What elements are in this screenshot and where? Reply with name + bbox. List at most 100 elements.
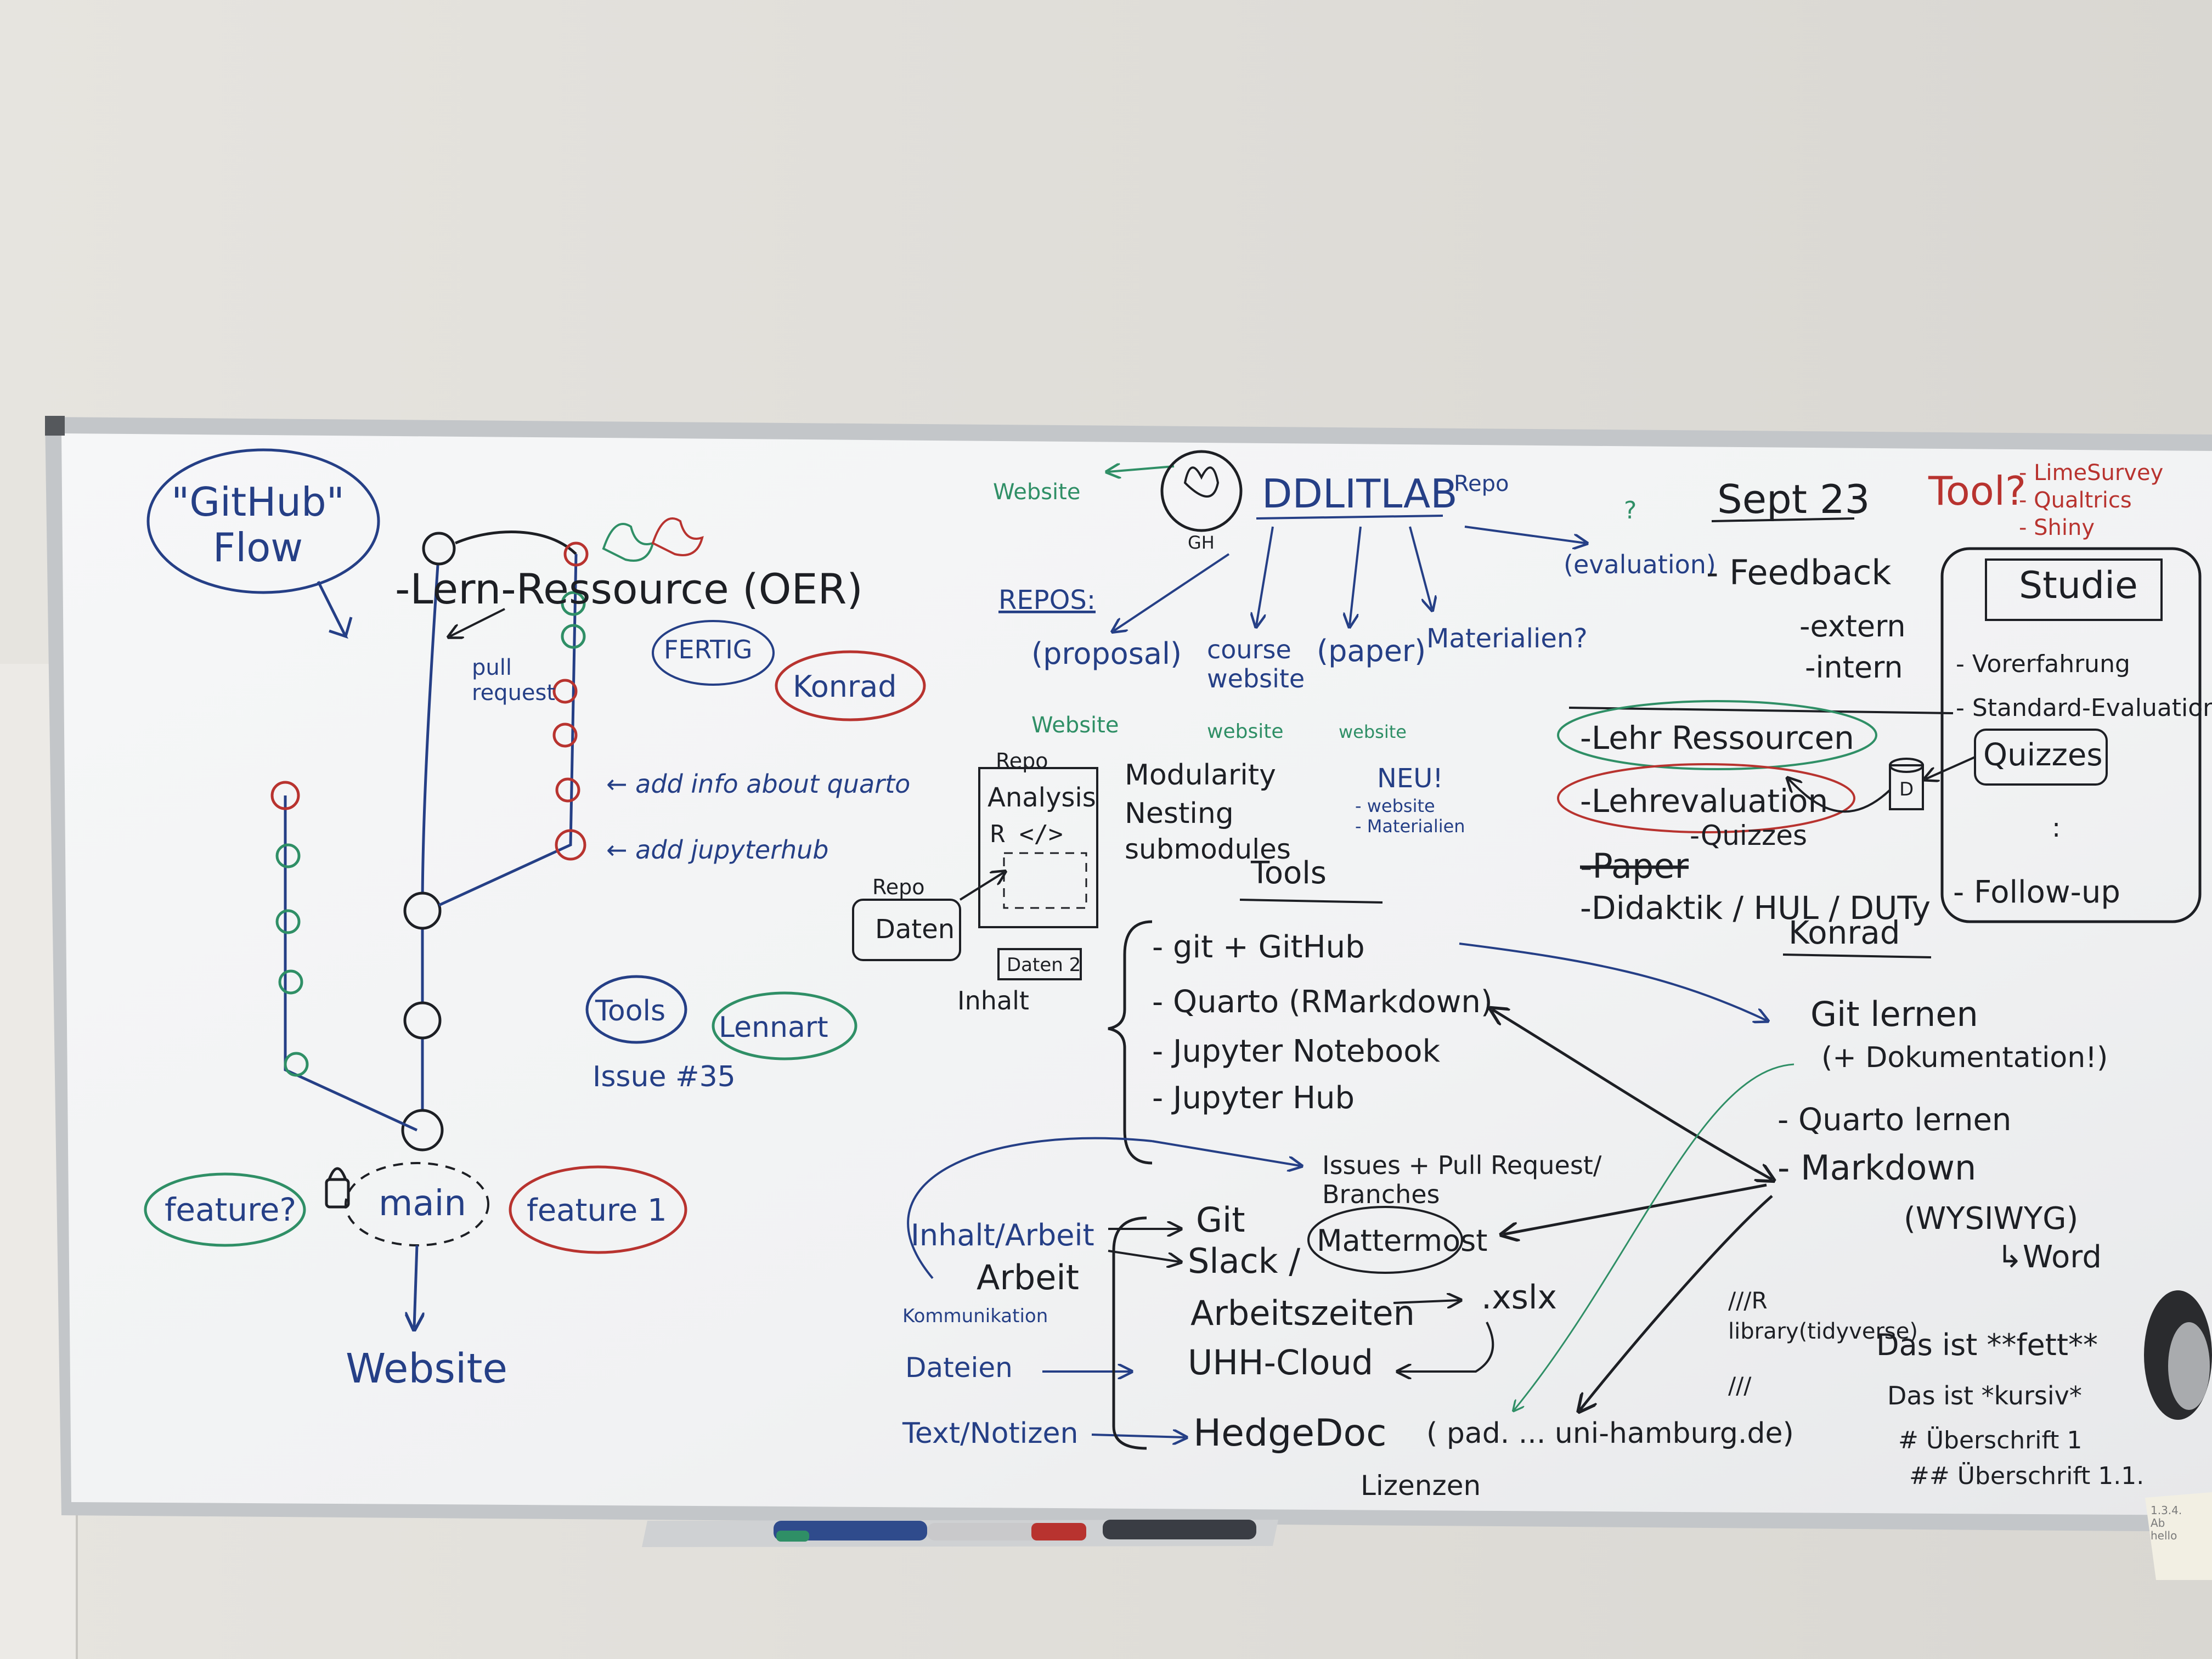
thumbs-up-icon bbox=[651, 517, 704, 556]
lock-icon bbox=[325, 1178, 350, 1209]
konrad-label: Konrad bbox=[793, 669, 897, 704]
markdown-italic-example: Das ist *kursiv* bbox=[1887, 1381, 2082, 1410]
wysiwyg-label: (WYSIWYG) bbox=[1904, 1201, 2078, 1237]
tool-item-jupyter-notebook: - Jupyter Notebook bbox=[1152, 1034, 1441, 1069]
add-info-label: ← add info about quarto bbox=[606, 769, 910, 799]
evaluation-label: (evaluation) bbox=[1564, 550, 1716, 579]
website-b-label: website bbox=[1207, 720, 1283, 743]
title-bubble bbox=[146, 448, 380, 594]
github-logo-icon bbox=[1160, 450, 1243, 532]
modularity-label: Modularity bbox=[1125, 759, 1276, 792]
repo-daten-label: Repo bbox=[872, 875, 924, 899]
tool-option-limesurvey: - LimeSurvey bbox=[2019, 460, 2163, 486]
uhh-cloud-label: UHH-Cloud bbox=[1188, 1342, 1373, 1383]
quarto-lernen-label: - Quarto lernen bbox=[1778, 1102, 2011, 1138]
markers bbox=[774, 1520, 1256, 1542]
xslx-label: .xslx bbox=[1481, 1278, 1557, 1317]
learning-section: Git lernen (+ Dokumentation!) - Quarto l… bbox=[1459, 943, 2144, 1490]
konrad-bottom-label: Konrad bbox=[1788, 914, 1900, 951]
question-mark: ? bbox=[1624, 496, 1637, 524]
board-surface bbox=[61, 433, 2212, 1515]
didaktik-label: -Didaktik / HUL / DUTy bbox=[1580, 889, 1931, 927]
thumbs-up-icon bbox=[602, 523, 654, 562]
fertig-label: FERTIG bbox=[664, 635, 752, 664]
tools-bubble-label: Tools bbox=[595, 995, 665, 1028]
library-label: library(tidyverse) bbox=[1728, 1319, 1918, 1344]
studie-box bbox=[1940, 547, 2202, 923]
website-green-label: Website bbox=[993, 479, 1080, 505]
tool-item-git: - git + GitHub bbox=[1152, 929, 1365, 965]
quizzes-label: Quizzes bbox=[1983, 737, 2103, 773]
hedgedoc-label: HedgeDoc bbox=[1193, 1412, 1386, 1455]
mattermost-label: Mattermost bbox=[1317, 1223, 1487, 1258]
materialien-repo-label: Materialien? bbox=[1426, 623, 1588, 654]
website-c-label: website bbox=[1339, 721, 1407, 742]
tool-option-qualtrics: - Qualtrics bbox=[2019, 488, 2132, 513]
git-lernen-label: Git lernen bbox=[1810, 994, 1978, 1034]
repo-small-label: Repo bbox=[996, 749, 1048, 773]
tool-item-quarto: - Quarto (RMarkdown) bbox=[1152, 984, 1493, 1020]
studie-item-vorerfahrung: - Vorerfahrung bbox=[1956, 650, 2130, 678]
daten-repo-box bbox=[852, 899, 961, 961]
repos-heading: REPOS: bbox=[998, 585, 1096, 616]
communication-section: Inhalt/Arbeit Arbeit Kommunikation Datei… bbox=[902, 1137, 1794, 1502]
studie-label: Studie bbox=[2019, 564, 2138, 607]
word-label: ↳Word bbox=[1997, 1239, 2102, 1275]
neu-label: NEU! bbox=[1377, 763, 1443, 794]
tool-question-label: Tool? bbox=[1928, 468, 2026, 514]
studie-item-standard-evaluation: - Standard-Evaluation bbox=[1956, 694, 2212, 722]
website-a-label: Website bbox=[1031, 713, 1119, 738]
submodules-label: submodules bbox=[1125, 833, 1291, 865]
lehr-ressourcen-label: -Lehr Ressourcen bbox=[1580, 719, 1854, 757]
tools-list-section: Tools - git + GitHub - Quarto (RMarkdown… bbox=[1108, 855, 1602, 1209]
analysis-repo-box bbox=[978, 767, 1098, 928]
evaluation-section: Sept 23 Tool? - LimeSurvey - Qualtrics -… bbox=[1464, 460, 2212, 958]
git-label: Git bbox=[1196, 1200, 1245, 1240]
dokumentation-label: (+ Dokumentation!) bbox=[1821, 1041, 2108, 1074]
ellipsis-label: : bbox=[2052, 812, 2061, 843]
quizzes-small-label: -Quizzes bbox=[1690, 820, 1807, 851]
eraser bbox=[2144, 1290, 2212, 1420]
tools-heading: Tools bbox=[1250, 855, 1327, 891]
tool-option-shiny: - Shiny bbox=[2019, 515, 2095, 540]
markdown-bold-example: Das ist **fett** bbox=[1876, 1328, 2098, 1362]
arbeit-label: Arbeit bbox=[977, 1257, 1079, 1297]
issue-label: Issue #35 bbox=[592, 1060, 736, 1093]
pad-url-label: ( pad. ... uni-hamburg.de) bbox=[1426, 1417, 1794, 1450]
extern-label: -extern bbox=[1799, 609, 1906, 644]
proposal-repo-label: (proposal) bbox=[1031, 636, 1182, 671]
markdown-h1-example: # Überschrift 1 bbox=[1898, 1426, 2082, 1454]
slack-label: Slack / bbox=[1188, 1241, 1300, 1281]
add-jupyterhub-label: ← add jupyterhub bbox=[606, 835, 829, 865]
intern-label: -intern bbox=[1805, 650, 1903, 685]
main-branch-label: main bbox=[379, 1183, 466, 1224]
gh-label: GH bbox=[1188, 532, 1215, 553]
database-label: D bbox=[1899, 778, 1914, 800]
follow-up-label: - Follow-up bbox=[1953, 874, 2120, 910]
r-comment-label: ///R bbox=[1728, 1287, 1768, 1314]
neu-items: - website- Materialien bbox=[1355, 795, 1465, 837]
database-icon: D bbox=[1889, 758, 1924, 810]
inhalt-arbeit-label: Inhalt/Arbeit bbox=[911, 1218, 1094, 1252]
repo-label: Repo bbox=[1454, 471, 1509, 496]
nesting-label: Nesting bbox=[1125, 797, 1234, 830]
feature-branch-commits bbox=[552, 541, 589, 861]
github-flow-title: "GitHub"Flow bbox=[171, 479, 345, 571]
lehrevaluation-label: -Lehrevaluation bbox=[1580, 782, 1828, 820]
website-label: Website bbox=[346, 1345, 507, 1392]
triple-slash-label: /// bbox=[1728, 1372, 1752, 1399]
daten2-label: Daten 2 bbox=[1007, 954, 1081, 976]
lern-ressource-label: -Lern-Ressource (OER) bbox=[395, 565, 863, 613]
feature-right-label: feature 1 bbox=[527, 1193, 667, 1228]
repo-map-section: Website GH DDLITLAB Repo REPOS: (proposa… bbox=[852, 450, 1588, 1015]
sept-label: Sept 23 bbox=[1717, 476, 1870, 522]
text-notizen-label: Text/Notizen bbox=[902, 1417, 1078, 1450]
paper-repo-label: (paper) bbox=[1317, 634, 1426, 668]
inhalt-label: Inhalt bbox=[957, 986, 1029, 1015]
feedback-label: - Feedback bbox=[1706, 552, 1891, 592]
feature-left-label: feature? bbox=[165, 1191, 296, 1228]
